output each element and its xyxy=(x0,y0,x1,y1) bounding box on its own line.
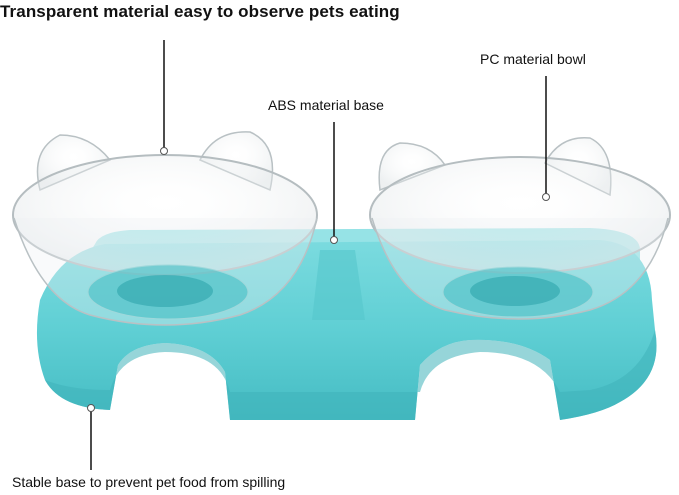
leader-dot-stable xyxy=(87,404,95,412)
left-bowl xyxy=(12,131,318,326)
leader-dot-pc xyxy=(542,193,550,201)
base-front-shadow xyxy=(45,330,657,420)
right-bowl xyxy=(369,136,671,320)
leader-dot-transparent xyxy=(160,147,168,155)
base-center-divider xyxy=(312,250,365,320)
caption-stable-base: Stable base to prevent pet food from spi… xyxy=(12,474,286,490)
leader-dot-abs xyxy=(330,236,338,244)
caption-transparent-material: Transparent material easy to observe pet… xyxy=(0,2,400,21)
caption-abs-base: ABS material base xyxy=(268,97,384,113)
caption-pc-bowl: PC material bowl xyxy=(480,51,586,67)
